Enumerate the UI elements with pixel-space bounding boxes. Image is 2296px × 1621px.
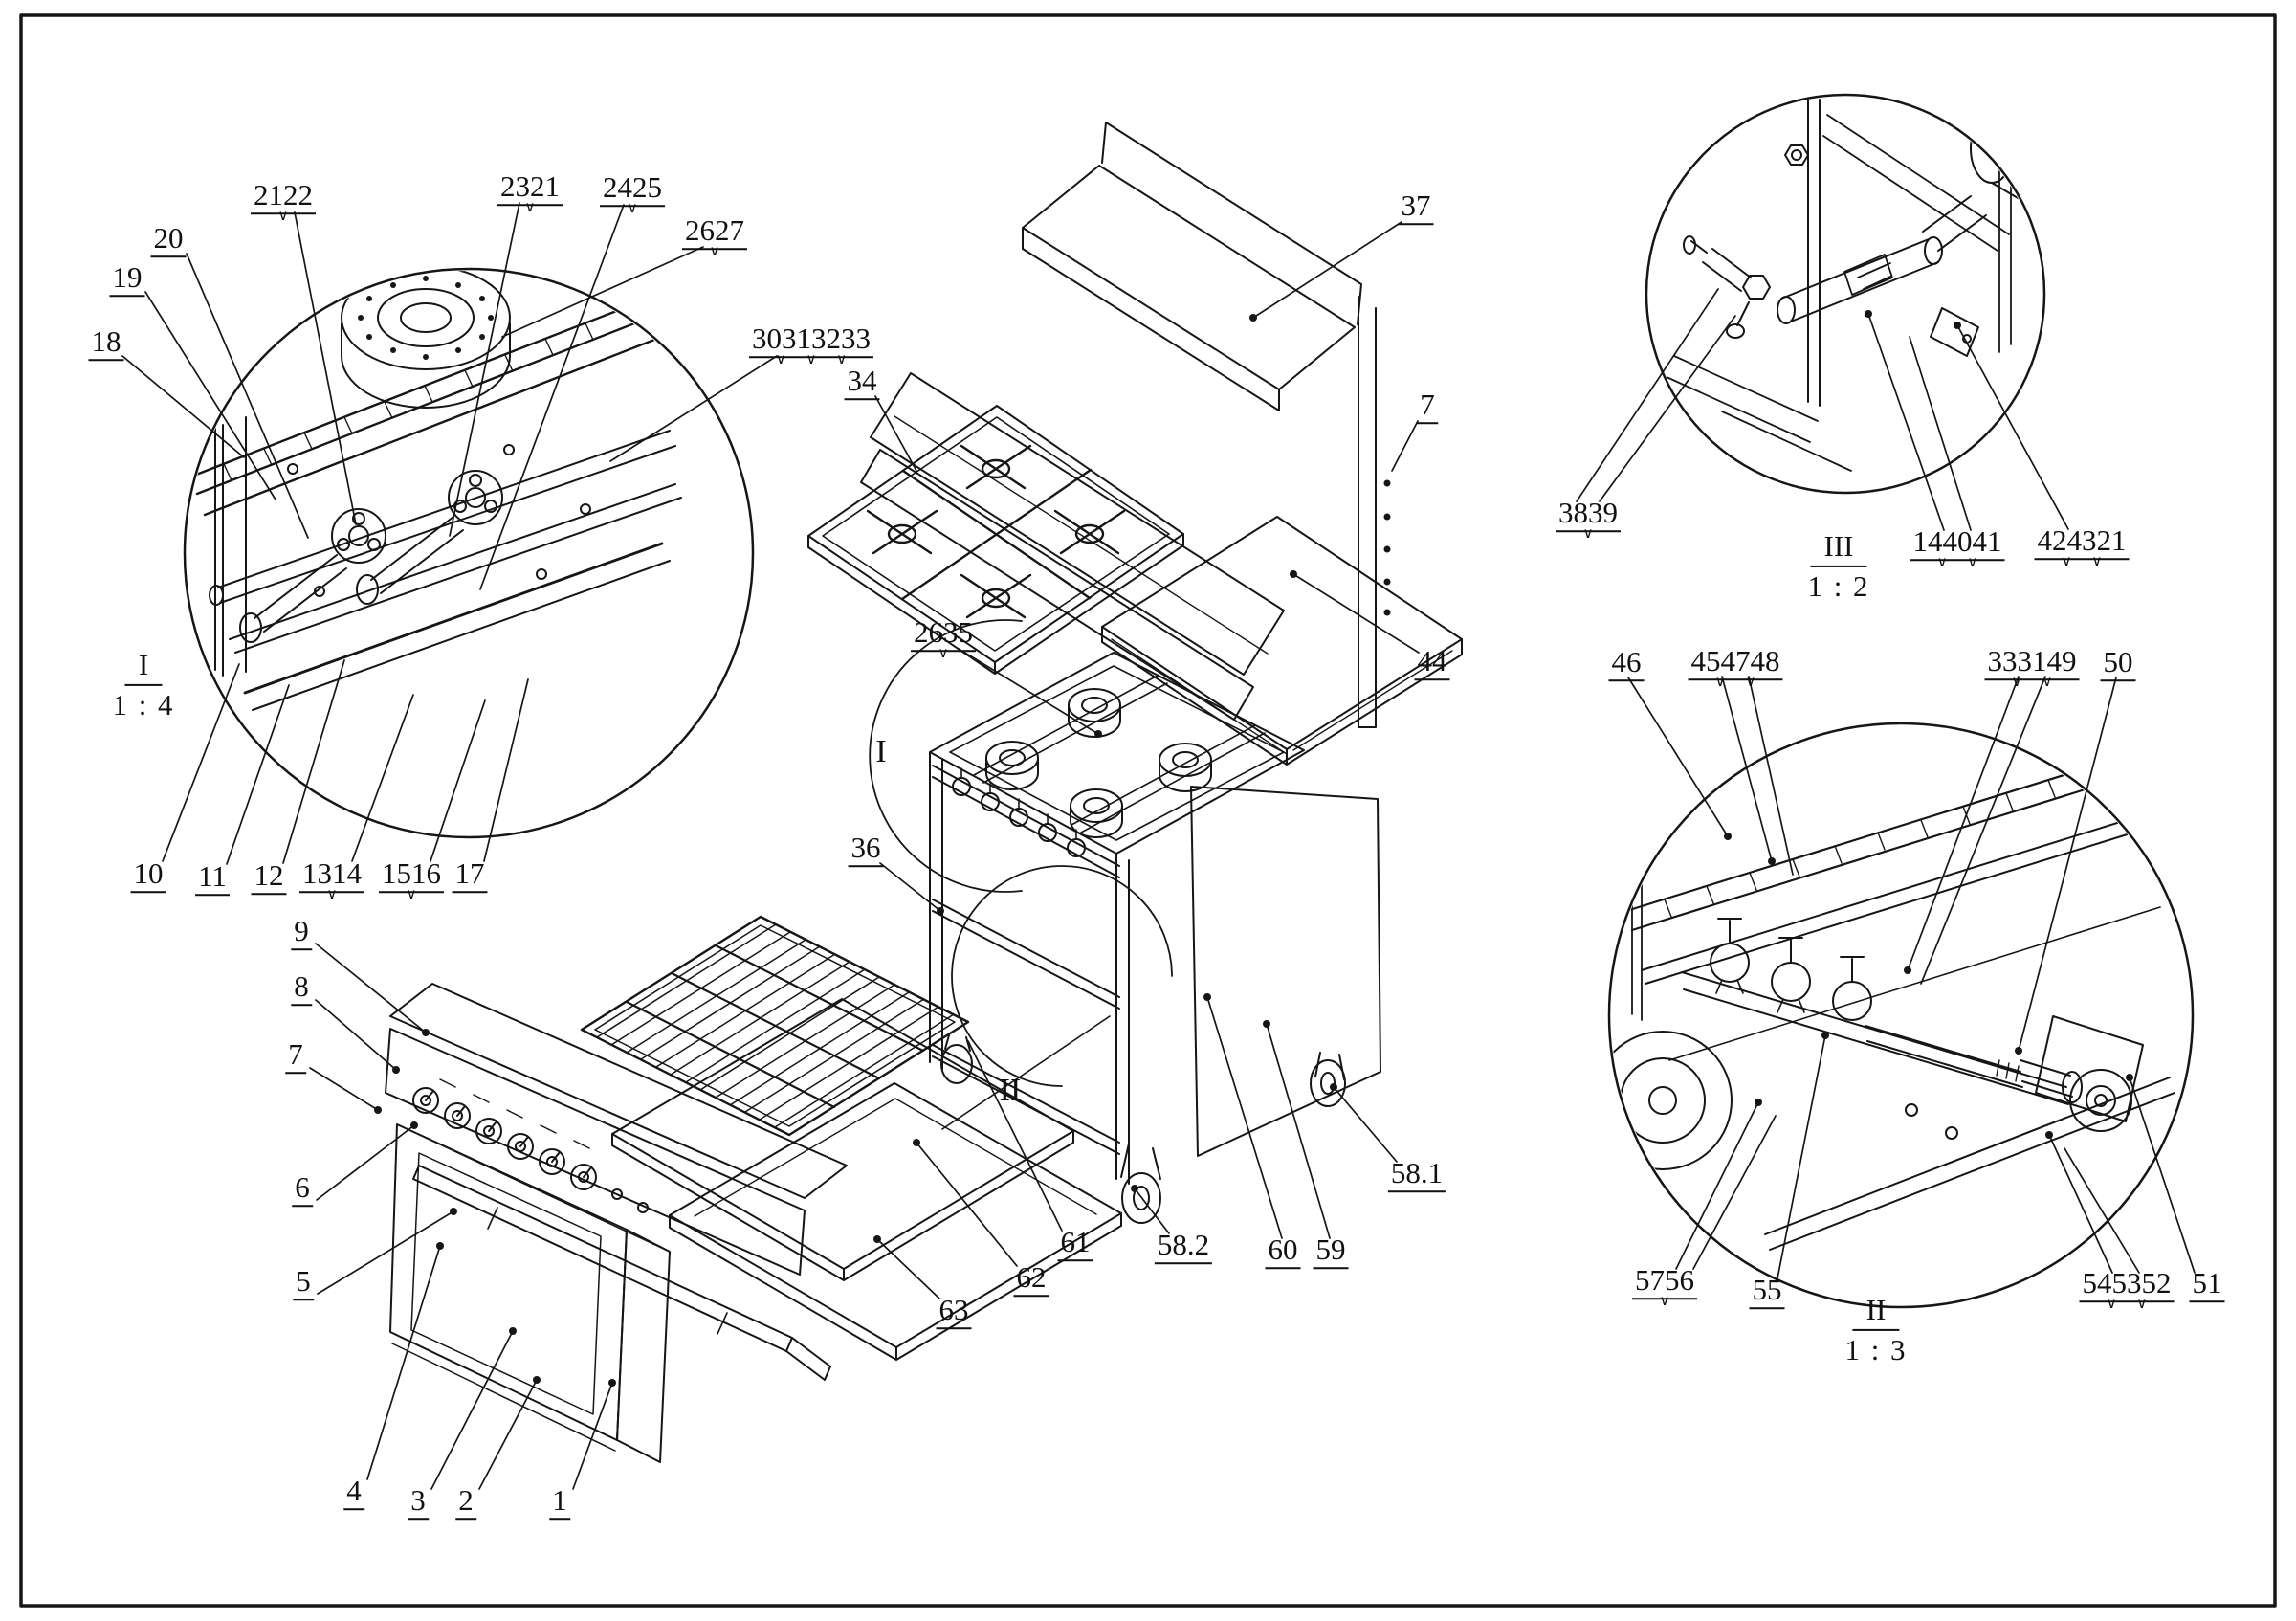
oven-rack-part-61 — [580, 915, 970, 1137]
part-label-54-53-52: 545352∨ ∨ — [2079, 1268, 2175, 1310]
detail-ref-arc-II — [951, 865, 1173, 1087]
detail-circle-III — [1645, 93, 2046, 495]
leader-dots — [374, 310, 2133, 1387]
part-label-63: 63 — [936, 1295, 972, 1329]
detail-marker-II-main: II — [999, 1073, 1022, 1108]
part-label-59: 59 — [1313, 1234, 1349, 1269]
burner-grate-part-34 — [807, 405, 1184, 675]
drip-pan-part-63 — [669, 1082, 1122, 1361]
main-exploded-view — [385, 122, 1463, 1463]
front-panel-assembly — [385, 983, 848, 1381]
part-label-37: 37 — [1398, 190, 1434, 225]
part-label-6: 6 — [292, 1172, 313, 1207]
part-label-20: 20 — [150, 223, 187, 257]
part-label-2: 2 — [455, 1485, 476, 1520]
detail-marker-I-main: I — [875, 734, 887, 769]
part-label-12: 12 — [251, 860, 287, 895]
part-label-19: 19 — [109, 262, 145, 297]
detail-circle-I — [183, 267, 755, 839]
part-label-23-21: 2321∨ — [497, 171, 563, 213]
detail-view-title-I: I 1 : 4 — [112, 647, 175, 722]
side-panel-part-59-60 — [1190, 786, 1381, 1157]
burner-hole-ring — [358, 276, 494, 360]
part-label-57-56: 5756∨ — [1632, 1265, 1697, 1307]
part-label-44: 44 — [1414, 646, 1450, 680]
part-label-14-40-41: 144041∨ ∨ — [1910, 526, 2005, 568]
part-label-10: 10 — [130, 858, 166, 893]
leader-lines — [121, 202, 2196, 1490]
part-label-45-47-48: 454748∨ ∨ — [1688, 646, 1783, 688]
screw-dots-part-7 — [1383, 479, 1391, 616]
control-knobs-part-6 — [412, 1087, 649, 1213]
part-label-7-front: 7 — [285, 1039, 306, 1074]
burner-drums-part-2635 — [985, 688, 1212, 838]
part-label-55: 55 — [1749, 1275, 1785, 1309]
part-label-8: 8 — [291, 971, 312, 1006]
part-label-9: 9 — [291, 916, 312, 950]
part-label-5: 5 — [293, 1266, 314, 1300]
part-label-42-43-21: 424321∨ ∨ — [2034, 525, 2130, 567]
part-label-58-2: 58.2 — [1154, 1230, 1213, 1264]
part-label-21-22: 2122∨ — [251, 180, 316, 222]
part-label-60: 60 — [1265, 1234, 1301, 1269]
part-label-24-25: 2425∨ — [600, 172, 665, 214]
part-label-51: 51 — [2189, 1268, 2225, 1302]
oven-door-parts-1-4 — [389, 1123, 671, 1463]
part-label-17: 17 — [452, 858, 488, 893]
part-label-33-31-49: 333149∨ ∨ — [1984, 646, 2080, 688]
detail-view-title-II: II 1 : 3 — [1844, 1292, 1908, 1366]
part-label-11: 11 — [195, 861, 230, 896]
manifold-valves — [1710, 918, 1872, 1021]
part-label-3: 3 — [408, 1485, 429, 1520]
part-label-15-16: 1516∨ — [379, 858, 444, 900]
part-label-30-31-32-33: 30313233∨ ∨ ∨ — [749, 323, 873, 366]
part-label-46: 46 — [1608, 647, 1645, 681]
part-label-1: 1 — [549, 1485, 570, 1520]
part-label-61: 61 — [1057, 1227, 1093, 1261]
griddle-plate-part-44 — [1101, 516, 1463, 766]
part-label-26-35: 2635∨ — [911, 617, 976, 659]
part-label-58-1: 58.1 — [1387, 1158, 1446, 1192]
drawing-border — [19, 13, 2277, 1608]
part-label-4: 4 — [343, 1476, 364, 1510]
part-label-18: 18 — [88, 326, 124, 361]
range-body — [869, 619, 1381, 1185]
top-shelf-part-37 — [1022, 122, 1391, 728]
part-label-50: 50 — [2100, 647, 2136, 681]
crumb-tray-part-62 — [611, 998, 1074, 1281]
detail-view-title-III: III 1 : 2 — [1807, 528, 1870, 603]
detail-circle-II — [1607, 722, 2195, 1309]
part-label-36: 36 — [848, 833, 884, 867]
part-label-26-27: 2627∨ — [682, 215, 747, 257]
part-label-34: 34 — [844, 366, 880, 400]
detail-ref-arc-I — [869, 619, 1023, 893]
casters — [940, 1034, 1346, 1224]
part-label-38-39: 3839∨ — [1556, 498, 1621, 540]
part-label-62: 62 — [1013, 1262, 1049, 1297]
panel-top-rail-part-9 — [389, 983, 848, 1199]
knob-panel-part-8 — [385, 1028, 806, 1276]
gas-valve-row — [952, 767, 1086, 857]
part-label-7-rear: 7 — [1417, 389, 1438, 424]
part-label-13-14: 1314∨ — [299, 858, 364, 900]
